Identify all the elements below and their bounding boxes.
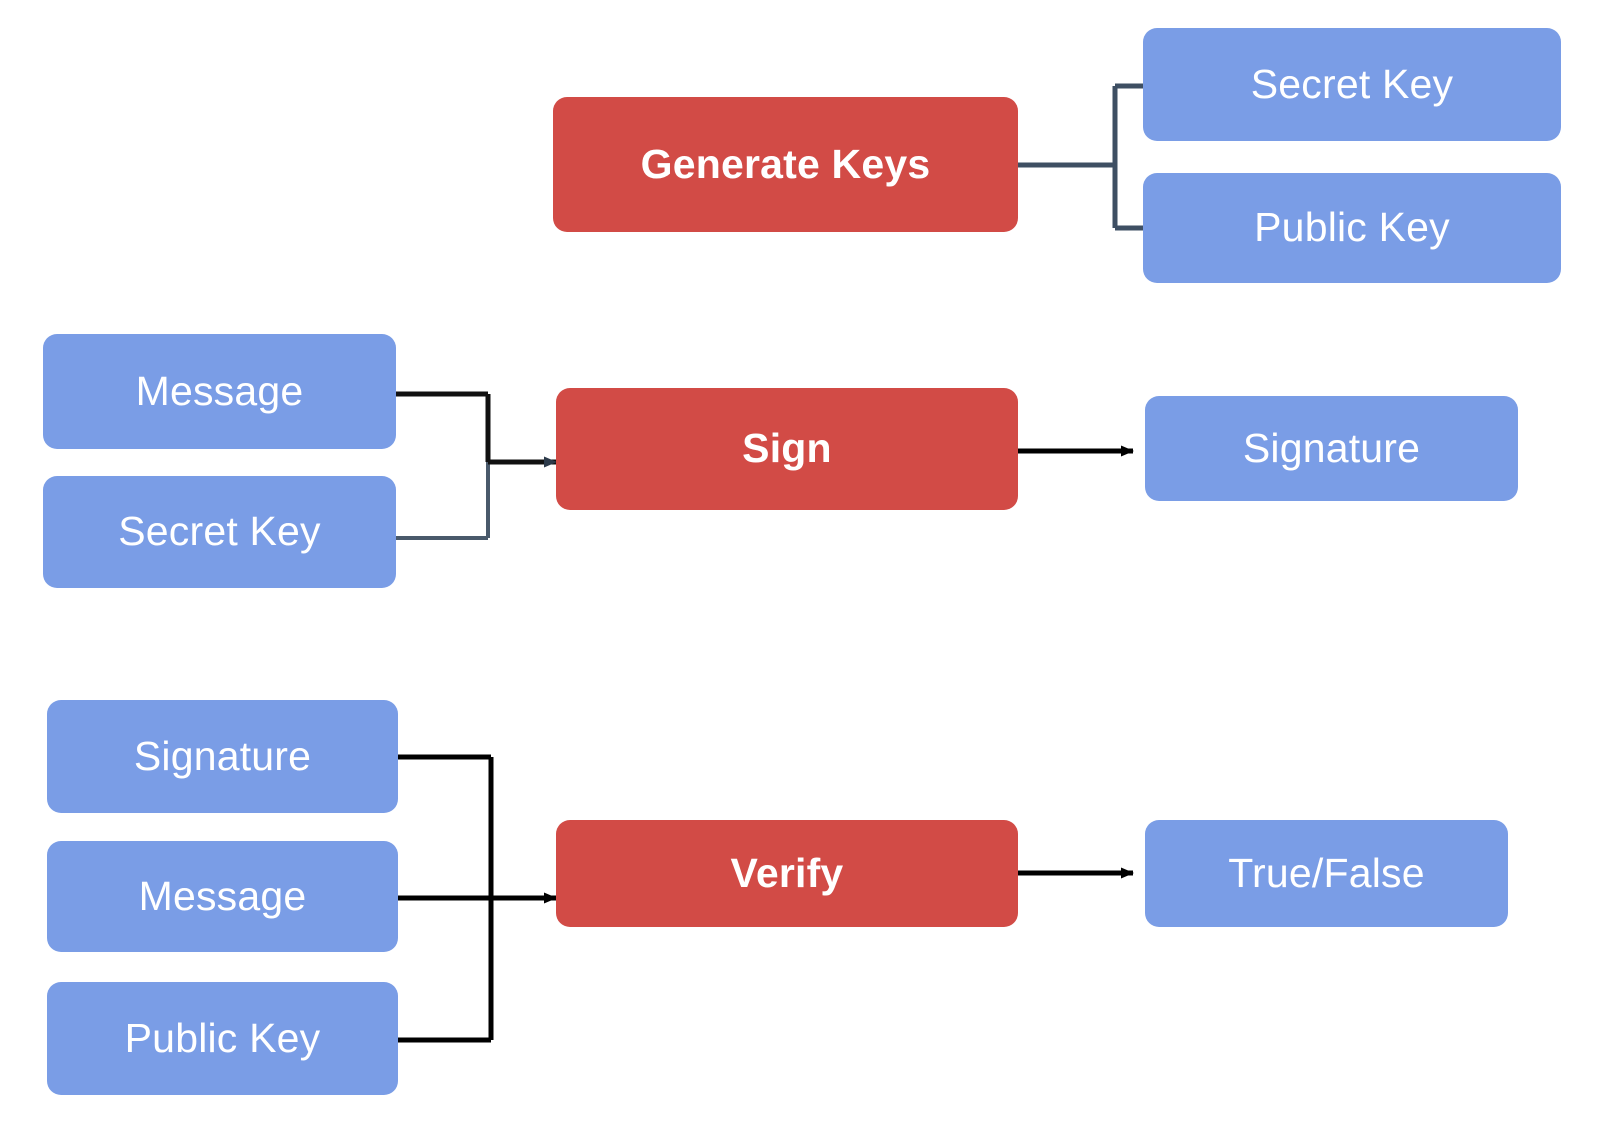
node-generate-keys-label: Generate Keys — [640, 140, 931, 187]
node-verify[interactable]: Verify — [556, 820, 1018, 927]
node-sign-label: Sign — [742, 425, 832, 472]
node-sign-input-secret-key[interactable]: Secret Key — [43, 476, 396, 588]
node-public-key-output[interactable]: Public Key — [1143, 173, 1561, 283]
node-sign-input-message[interactable]: Message — [43, 334, 396, 449]
node-signature-output-label: Signature — [1242, 424, 1421, 471]
node-true-false-output-label: True/False — [1228, 849, 1425, 896]
node-verify-input-message-label: Message — [138, 872, 307, 919]
node-secret-key-output-label: Secret Key — [1250, 60, 1454, 107]
node-signature-output[interactable]: Signature — [1145, 396, 1518, 501]
node-true-false-output[interactable]: True/False — [1145, 820, 1508, 927]
node-generate-keys[interactable]: Generate Keys — [553, 97, 1018, 232]
node-verify-label: Verify — [730, 849, 844, 896]
node-sign[interactable]: Sign — [556, 388, 1018, 510]
node-verify-input-public-key-label: Public Key — [124, 1014, 321, 1061]
node-sign-input-message-label: Message — [135, 367, 304, 414]
connector-sign-inputs — [396, 391, 557, 540]
connector-verify-inputs — [398, 754, 557, 1043]
node-sign-input-secret-key-label: Secret Key — [118, 508, 321, 555]
node-public-key-output-label: Public Key — [1254, 204, 1450, 251]
node-verify-input-message[interactable]: Message — [47, 841, 398, 952]
node-verify-input-public-key[interactable]: Public Key — [47, 982, 398, 1095]
node-secret-key-output[interactable]: Secret Key — [1143, 28, 1561, 141]
node-verify-input-signature[interactable]: Signature — [47, 700, 398, 813]
node-verify-input-signature-label: Signature — [133, 732, 312, 779]
